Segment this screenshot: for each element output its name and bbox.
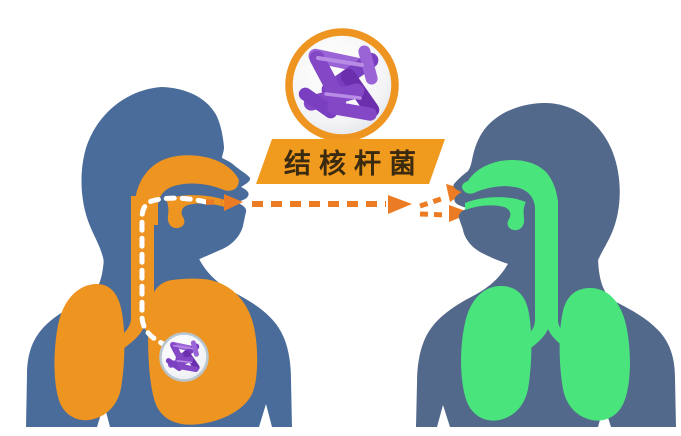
infected-lung-left — [54, 284, 125, 421]
dashed-arrow-icon-mouth — [206, 194, 243, 211]
healthy-person-figure — [416, 102, 676, 427]
dashed-arrow-icon-main — [252, 195, 412, 214]
infected-lungs — [54, 278, 258, 425]
healthy-lung-right — [559, 288, 630, 421]
transmission-arrows — [206, 184, 471, 222]
inhalation-path-dashed — [139, 195, 209, 351]
trachea-infected — [118, 196, 172, 348]
healthy-lung-left — [461, 286, 532, 421]
lung-infection-site — [159, 332, 209, 382]
healthy-lungs — [461, 286, 630, 421]
infected-person-figure — [26, 87, 292, 427]
healthy-respiratory-tract — [462, 160, 574, 350]
tb-label-banner — [256, 139, 445, 184]
bacteria-badge — [285, 28, 399, 142]
banner-parallelogram — [256, 139, 445, 184]
nasal-cavity-infected — [135, 155, 239, 225]
tongue-healthy — [465, 197, 526, 231]
trachea-healthy — [522, 200, 574, 350]
tb-label-text: 结核杆菌 — [284, 148, 424, 180]
nasal-cavity-healthy — [462, 160, 558, 228]
